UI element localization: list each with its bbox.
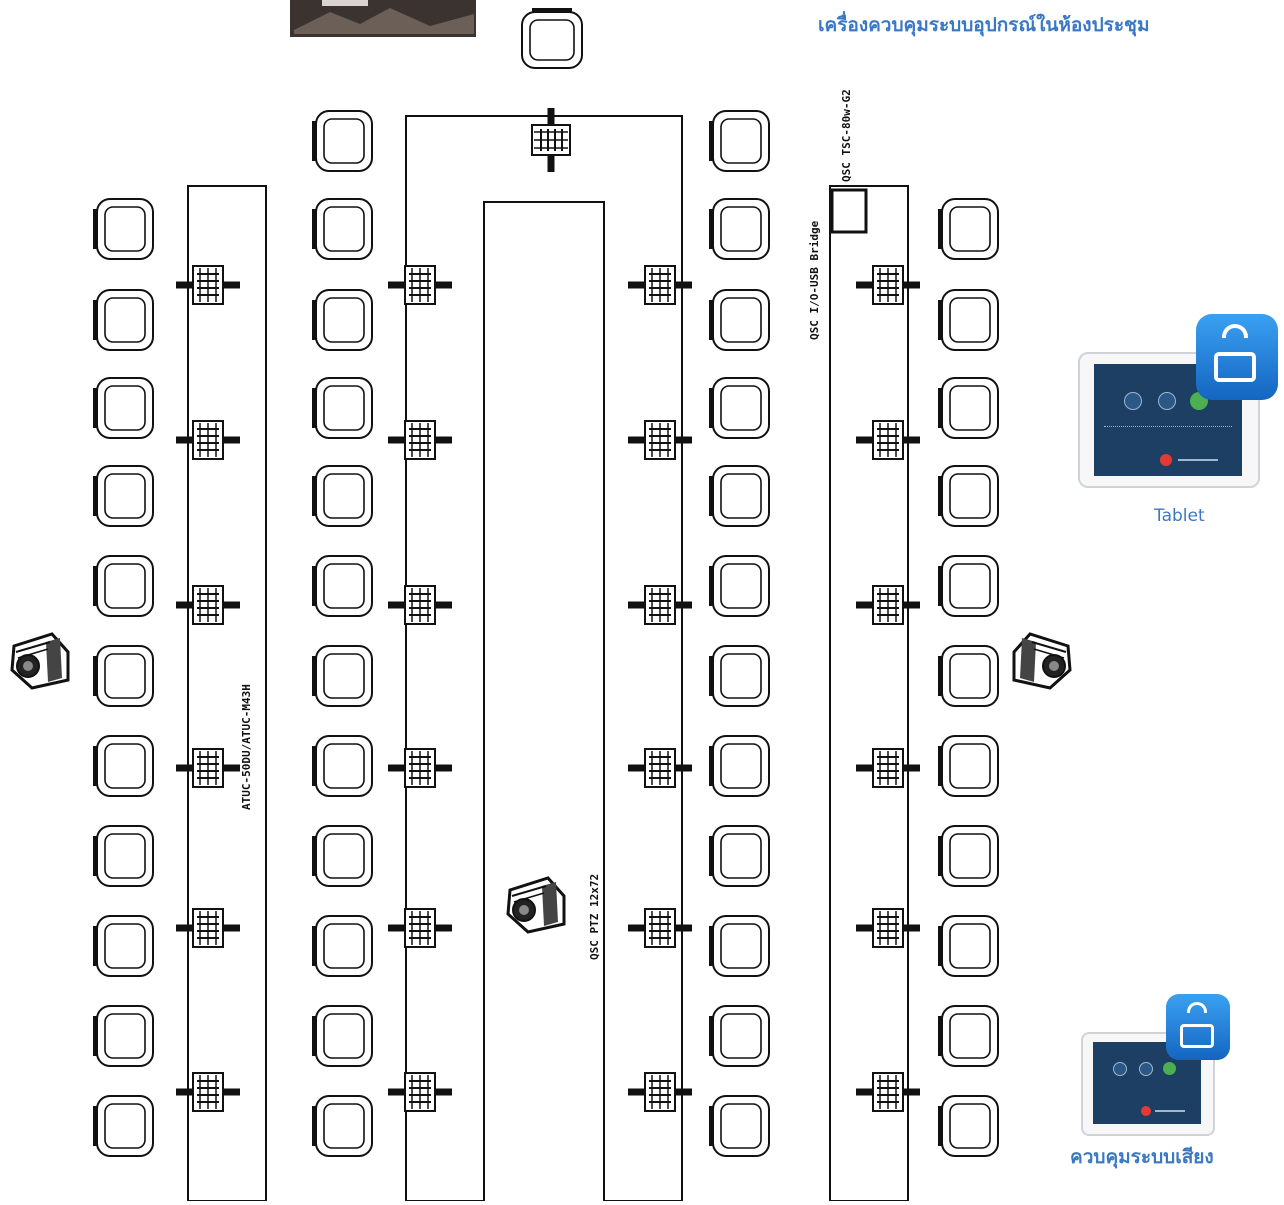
chair-icon <box>93 734 155 798</box>
chair-icon <box>709 464 771 528</box>
chair-icon <box>709 734 771 798</box>
microphone-unit-icon <box>856 421 920 459</box>
chair-icon <box>312 824 374 888</box>
microphone-unit-icon <box>856 586 920 624</box>
microphone-unit-icon <box>388 266 452 304</box>
chair-icon <box>938 644 1000 708</box>
chair-icon <box>312 464 374 528</box>
microphone-unit-icon <box>176 266 240 304</box>
chair-icon <box>312 288 374 352</box>
chair-icon <box>709 644 771 708</box>
chair-icon <box>938 464 1000 528</box>
microphone-unit-icon <box>856 266 920 304</box>
microphone-unit-icon <box>176 909 240 947</box>
chair-icon <box>312 1094 374 1158</box>
chair-icon <box>93 464 155 528</box>
chair-icon <box>938 1004 1000 1068</box>
chair-icon <box>93 824 155 888</box>
display-image <box>294 8 474 34</box>
tablet-icon <box>1081 1032 1215 1136</box>
microphone-unit-icon <box>388 909 452 947</box>
wifi-tablet-app-icon[interactable] <box>1166 994 1230 1060</box>
chair-icon <box>938 914 1000 978</box>
chair-icon <box>709 376 771 440</box>
chair-icon <box>709 197 771 261</box>
microphone-unit-icon <box>388 1073 452 1111</box>
display-overlay <box>322 0 368 6</box>
audio-control-label: ควบคุมระบบเสียง <box>1070 1146 1214 1168</box>
left-table <box>187 185 267 1202</box>
chair-icon <box>938 288 1000 352</box>
microphone-unit-icon <box>388 586 452 624</box>
chair-icon <box>709 288 771 352</box>
microphone-unit-icon <box>176 586 240 624</box>
chair-icon <box>312 554 374 618</box>
chair-icon <box>709 1094 771 1158</box>
mic-model-label: ATUC-50DU/ATUC-M43H <box>240 684 253 810</box>
chair-icon <box>93 376 155 440</box>
chair-icon <box>312 644 374 708</box>
chair-icon <box>938 376 1000 440</box>
ptz-camera-icon <box>506 876 566 934</box>
chair-icon <box>312 734 374 798</box>
microphone-unit-icon <box>176 421 240 459</box>
chair-icon <box>938 1094 1000 1158</box>
chair-icon <box>938 197 1000 261</box>
chair-icon <box>938 734 1000 798</box>
right-table <box>829 185 909 1202</box>
page-title: เครื่องควบคุมระบบอุปกรณ์ในห้องประชุม <box>818 14 1150 36</box>
chair-icon <box>93 288 155 352</box>
chair-icon <box>520 8 584 70</box>
chair-icon <box>709 914 771 978</box>
microphone-unit-icon <box>388 749 452 787</box>
chair-icon <box>93 197 155 261</box>
chair-icon <box>312 376 374 440</box>
chair-icon <box>93 914 155 978</box>
chair-icon <box>312 197 374 261</box>
chair-icon <box>312 1004 374 1068</box>
chair-icon <box>938 554 1000 618</box>
chair-icon <box>93 554 155 618</box>
tablet-label: Tablet <box>1154 506 1205 526</box>
u-shaped-table <box>405 115 683 1202</box>
ptz-camera-icon <box>10 632 70 690</box>
chair-icon <box>312 109 374 173</box>
chair-icon <box>93 1004 155 1068</box>
microphone-unit-icon <box>856 749 920 787</box>
microphone-unit-icon <box>856 1073 920 1111</box>
wifi-tablet-app-icon[interactable] <box>1196 314 1278 400</box>
chair-icon <box>709 1004 771 1068</box>
io-bridge-label: QSC I/O-USB Bridge <box>808 220 821 340</box>
ptz-camera-label: QSC PTZ 12x72 <box>588 873 601 960</box>
microphone-unit-icon <box>388 421 452 459</box>
chair-icon <box>938 824 1000 888</box>
chair-icon <box>709 554 771 618</box>
chair-icon <box>93 1094 155 1158</box>
chair-icon <box>709 109 771 173</box>
chair-icon <box>312 914 374 978</box>
touch-panel-icon <box>830 188 868 234</box>
microphone-unit-icon <box>532 108 570 172</box>
chair-icon <box>93 644 155 708</box>
chair-icon <box>709 824 771 888</box>
touch-panel-label: QSC TSC-80w-G2 <box>840 89 853 182</box>
microphone-unit-icon <box>176 749 240 787</box>
microphone-unit-icon <box>856 909 920 947</box>
microphone-unit-icon <box>176 1073 240 1111</box>
ptz-camera-icon <box>1012 632 1072 690</box>
